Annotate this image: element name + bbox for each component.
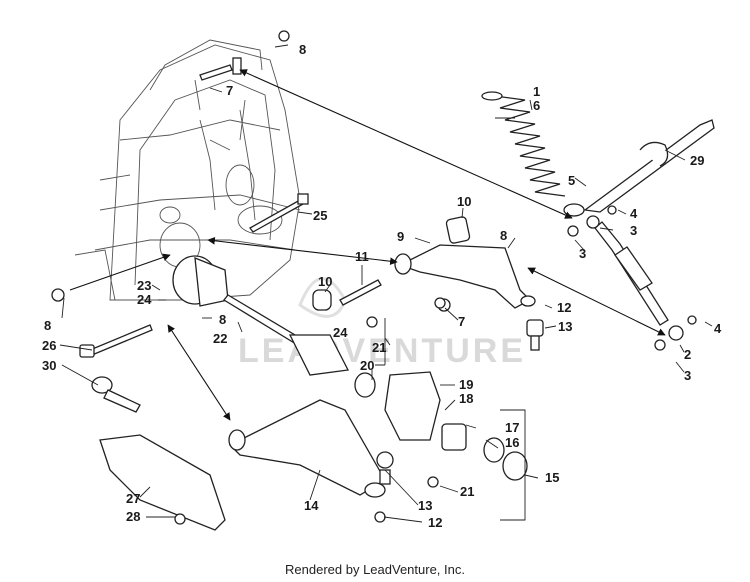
assembly-arrows xyxy=(69,69,666,421)
callout-29: 29 xyxy=(690,153,704,168)
callout-1: 1 xyxy=(533,84,540,99)
callout-7: 7 xyxy=(226,83,233,98)
upper-ball-joint xyxy=(526,319,544,351)
callout-20: 20 xyxy=(360,358,374,373)
callout-3: 3 xyxy=(684,368,691,383)
callout-12: 12 xyxy=(557,300,571,315)
callout-27: 27 xyxy=(126,491,140,506)
callout-labels: 1 2 3 3 3 4 4 5 6 7 7 8 8 8 8 9 10 10 11… xyxy=(42,42,722,530)
callout-5: 5 xyxy=(568,173,575,188)
callout-19: 19 xyxy=(459,377,473,392)
callout-2: 2 xyxy=(684,347,691,362)
lower-a-arm xyxy=(228,399,394,523)
callout-15: 15 xyxy=(545,470,559,485)
callout-8: 8 xyxy=(44,318,51,333)
callout-4: 4 xyxy=(714,321,722,336)
callout-6: 6 xyxy=(533,98,540,113)
callout-22: 22 xyxy=(213,331,227,346)
bolt-26 xyxy=(79,324,153,358)
callout-3: 3 xyxy=(630,223,637,238)
callout-9: 9 xyxy=(397,229,404,244)
bushings xyxy=(51,30,451,328)
footer-credit: Rendered by LeadVenture, Inc. xyxy=(285,562,465,577)
callout-17: 17 xyxy=(505,420,519,435)
steering-knuckle xyxy=(384,371,528,481)
callout-8: 8 xyxy=(299,42,306,57)
callout-30: 30 xyxy=(42,358,56,373)
callout-8: 8 xyxy=(219,312,226,327)
callout-11: 11 xyxy=(355,249,369,264)
callout-4: 4 xyxy=(630,206,638,221)
top-bolts xyxy=(199,57,697,488)
callout-24: 24 xyxy=(137,292,152,307)
callout-24: 24 xyxy=(333,325,348,340)
bracket-15 xyxy=(500,409,526,521)
bolt-30 xyxy=(91,376,141,413)
cv-shaft xyxy=(172,255,376,398)
callout-21: 21 xyxy=(460,484,474,499)
callout-8: 8 xyxy=(500,228,507,243)
skid-plate xyxy=(99,434,226,531)
watermark: LEADVENTURE xyxy=(238,277,523,370)
callout-13: 13 xyxy=(418,498,432,513)
callout-7: 7 xyxy=(458,314,465,329)
callout-23: 23 xyxy=(137,278,151,293)
spanner-wrench xyxy=(583,119,715,213)
callout-13: 13 xyxy=(558,319,572,334)
callout-26: 26 xyxy=(42,338,56,353)
shock-absorber xyxy=(563,203,684,341)
callout-18: 18 xyxy=(459,391,473,406)
callout-21: 21 xyxy=(372,340,386,355)
callout-14: 14 xyxy=(304,498,319,513)
callout-25: 25 xyxy=(313,208,327,223)
coil-spring xyxy=(481,91,566,197)
callout-10: 10 xyxy=(318,274,332,289)
callout-10: 10 xyxy=(457,194,471,209)
upper-a-arm xyxy=(394,216,536,309)
callout-16: 16 xyxy=(505,435,519,450)
callout-3: 3 xyxy=(579,246,586,261)
callout-28: 28 xyxy=(126,509,140,524)
callout-12: 12 xyxy=(428,515,442,530)
